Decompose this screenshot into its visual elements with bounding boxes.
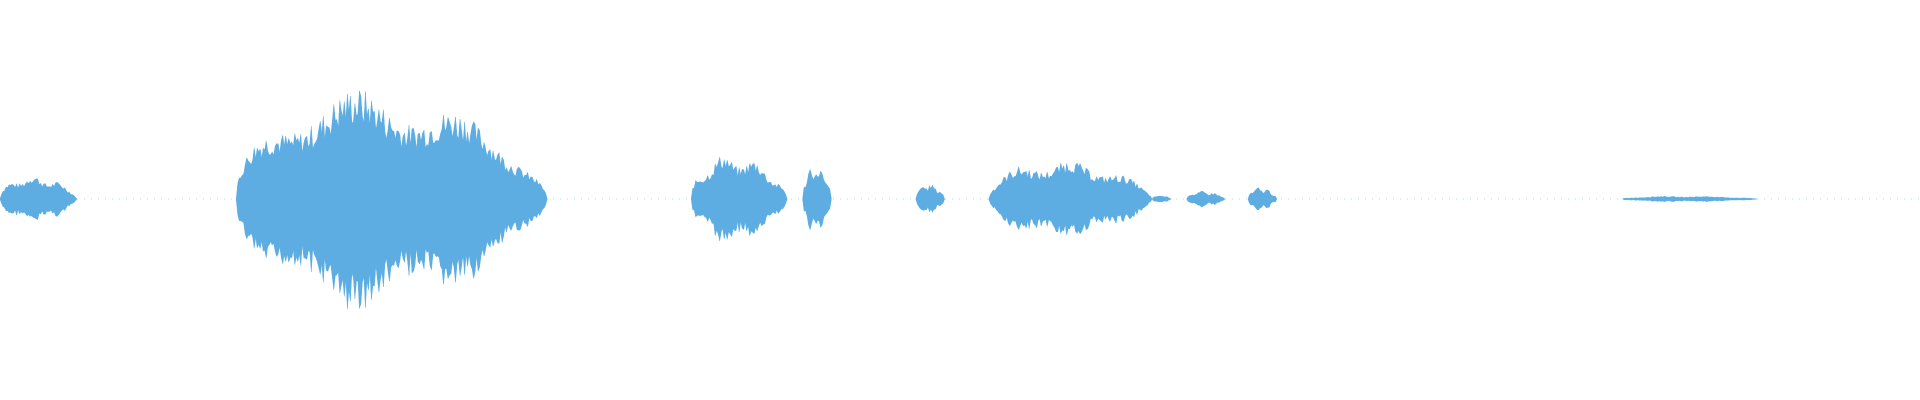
waveform-segment bbox=[235, 90, 548, 309]
waveform-segment bbox=[802, 168, 832, 231]
waveform-segment bbox=[988, 162, 1153, 236]
waveform-segment bbox=[1247, 187, 1278, 211]
waveform-segment bbox=[1151, 195, 1172, 203]
waveform-segment bbox=[0, 178, 78, 220]
waveform-segment bbox=[1621, 195, 1757, 202]
waveform-segment bbox=[915, 184, 945, 213]
waveform-segment bbox=[690, 157, 788, 241]
waveform-segment bbox=[1186, 190, 1226, 208]
